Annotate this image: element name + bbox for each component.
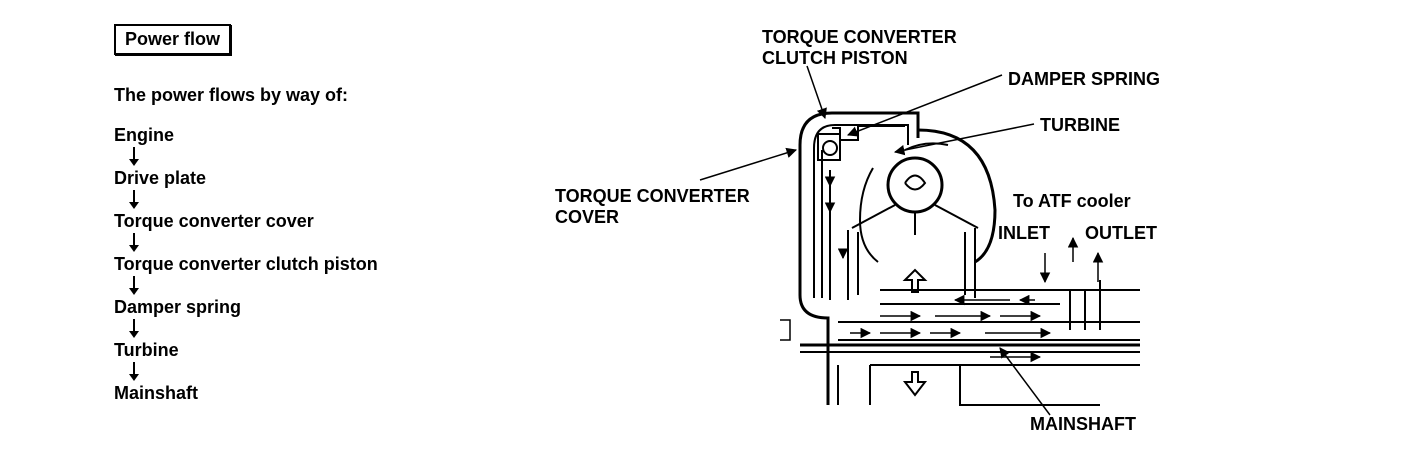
label-mainshaft: MAINSHAFT <box>1030 414 1136 434</box>
down-arrow-icon <box>128 231 142 254</box>
leader-lines <box>699 65 1051 416</box>
flow-step-drive-plate: Drive plate <box>114 168 207 188</box>
label-cover-line2: COVER <box>555 207 619 227</box>
flow-step-mainshaft: Mainshaft <box>114 383 199 403</box>
label-clutch-piston-line2: CLUTCH PISTON <box>762 48 908 68</box>
down-arrow-icon <box>128 360 142 383</box>
down-arrow-icon <box>128 317 142 340</box>
flow-step-clutch-piston: Torque converter clutch piston <box>114 254 378 274</box>
power-flow-list: Engine Drive plate Torque converter cove… <box>114 125 378 403</box>
diagram-labels: TORQUE CONVERTER CLUTCH PISTON DAMPER SP… <box>555 27 1160 434</box>
intro-text: The power flows by way of: <box>114 85 349 105</box>
flow-step-torque-converter-cover: Torque converter cover <box>114 211 314 231</box>
down-arrow-icon <box>128 188 142 211</box>
label-clutch-piston-line1: TORQUE CONVERTER <box>762 27 957 47</box>
label-atf-cooler: To ATF cooler <box>1013 191 1131 211</box>
section-title: Power flow <box>114 24 232 55</box>
flow-step-turbine: Turbine <box>114 340 179 360</box>
down-arrow-icon <box>128 274 142 297</box>
shaft-channels <box>800 280 1140 406</box>
label-turbine: TURBINE <box>1040 115 1120 135</box>
torus <box>847 128 997 300</box>
label-outlet: OUTLET <box>1085 223 1157 243</box>
label-inlet: INLET <box>998 223 1050 243</box>
fluid-flow-arrows <box>824 176 1052 397</box>
flow-step-engine: Engine <box>114 125 175 145</box>
label-damper-spring: DAMPER SPRING <box>1008 69 1160 89</box>
clutch-piston <box>817 125 905 300</box>
label-cover-line1: TORQUE CONVERTER <box>555 186 750 206</box>
flow-step-damper-spring: Damper spring <box>114 297 242 317</box>
atf-cooler-arrows <box>1039 236 1104 284</box>
down-arrow-icon <box>128 145 142 168</box>
